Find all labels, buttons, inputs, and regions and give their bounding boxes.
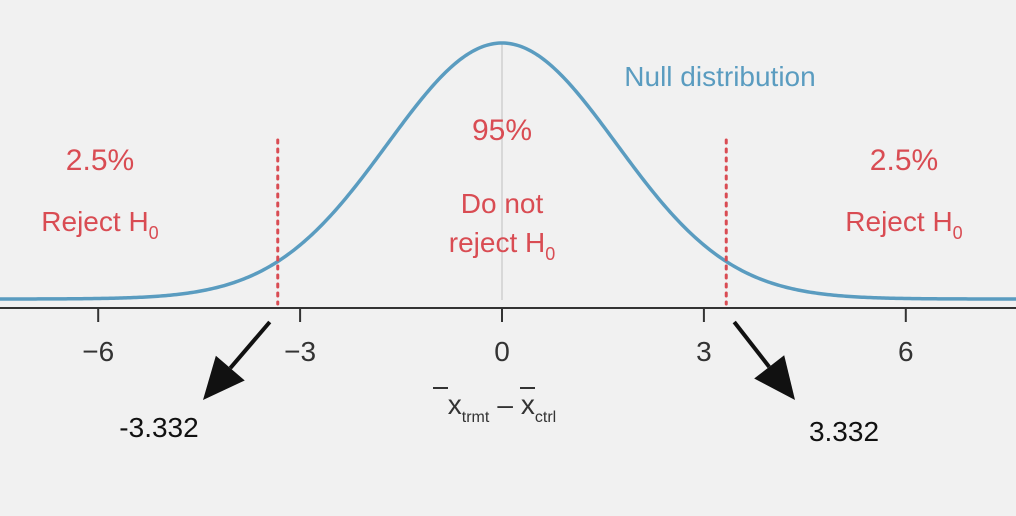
left-region-percent: 2.5% [66, 144, 134, 177]
x-axis-label: xtrmt–xctrl [448, 389, 556, 426]
null-distribution-curve [0, 41, 1016, 301]
right-region-label: Reject H0 [845, 206, 962, 243]
x-tick-label: 0 [494, 336, 510, 367]
x-tick-label: 6 [898, 336, 914, 367]
x-tick-label: 3 [696, 336, 712, 367]
x-tick-label: −3 [284, 336, 316, 367]
critical-value-arrow-head [203, 355, 245, 400]
center-region-line1: Do not [461, 188, 544, 219]
critical-value-arrow-shaft [228, 320, 272, 370]
critical-value-label: -3.332 [119, 412, 198, 443]
critical-value-label: 3.332 [809, 416, 879, 447]
critical-value-arrow-shaft [732, 320, 771, 369]
left-region-label: Reject H0 [41, 206, 158, 243]
center-region-percent: 95% [472, 114, 532, 147]
critical-value-arrow-head [754, 355, 795, 400]
series-label: Null distribution [624, 61, 815, 92]
center-region-line2: reject H0 [449, 227, 555, 264]
right-region-percent: 2.5% [870, 144, 938, 177]
x-tick-label: −6 [82, 336, 114, 367]
